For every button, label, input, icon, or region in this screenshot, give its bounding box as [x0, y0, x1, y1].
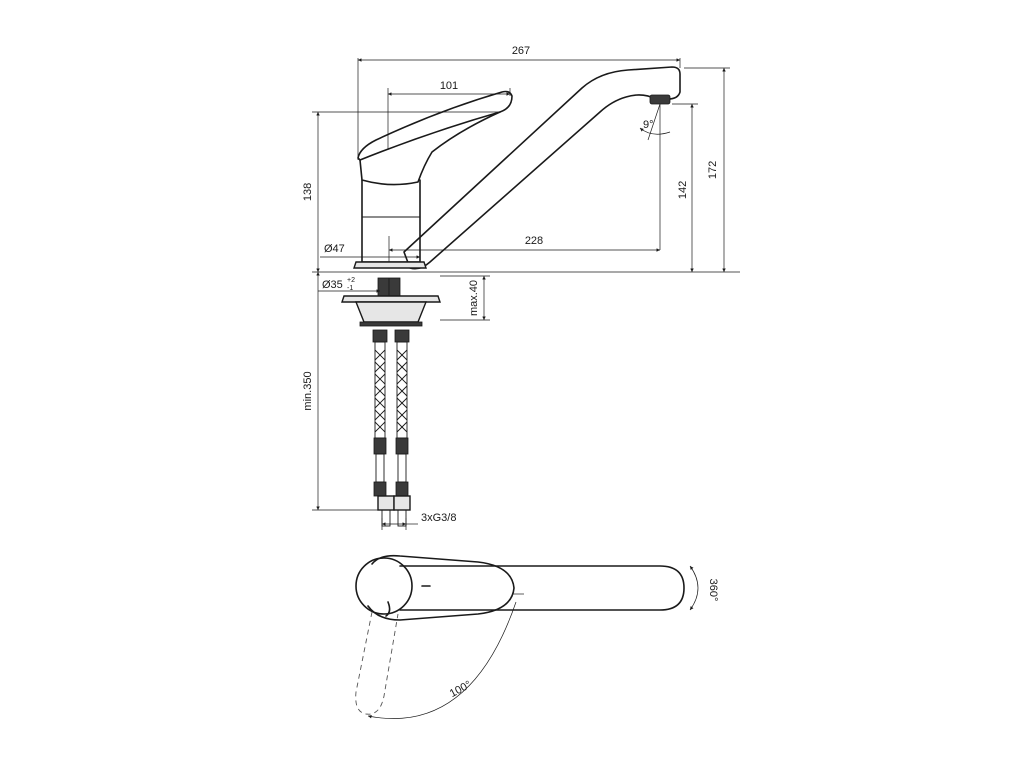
dim-height-body: 138 — [302, 183, 314, 201]
dim-hole-diameter: Ø35 — [322, 279, 343, 291]
dim-hose-length: min.350 — [302, 371, 314, 410]
dim-spout-rotation: 360° — [707, 579, 719, 602]
dimension-lines: 267 101 138 172 142 9° 228 Ø47 Ø35 — [302, 45, 740, 530]
aerator — [649, 94, 671, 105]
dim-connection: 3xG3/8 — [421, 512, 456, 524]
body-top — [355, 557, 413, 615]
arc-lever-rotation — [367, 601, 517, 719]
mounting-bracket — [354, 301, 428, 323]
dim-body-diameter: Ø47 — [324, 243, 345, 255]
dim-total-height: 172 — [707, 161, 719, 179]
dim-hole-tol-plus: +2 — [347, 277, 355, 284]
mounting-plate — [341, 295, 441, 303]
dim-overall-length: 267 — [512, 45, 530, 57]
lever-handle — [357, 90, 513, 161]
dim-lever-rotation: 100° — [448, 679, 474, 700]
braided-hoses — [373, 341, 411, 527]
lever-rotated — [355, 611, 399, 715]
dim-hole-tol-minus: -1 — [347, 285, 353, 292]
faucet-top-view: 100° 360° — [355, 554, 719, 719]
dim-spout-tilt: 9° — [643, 119, 654, 131]
arc-spout-rotation — [689, 565, 699, 611]
dim-spout-reach: 228 — [525, 235, 543, 247]
faucet-side-view — [341, 66, 681, 527]
dim-spout-height: 142 — [677, 181, 689, 199]
lever-top — [367, 554, 515, 621]
base-ring — [353, 261, 427, 269]
dim-lever-length: 101 — [440, 80, 458, 92]
dim-max-thickness: max.40 — [468, 280, 480, 316]
spout-top — [399, 565, 685, 611]
